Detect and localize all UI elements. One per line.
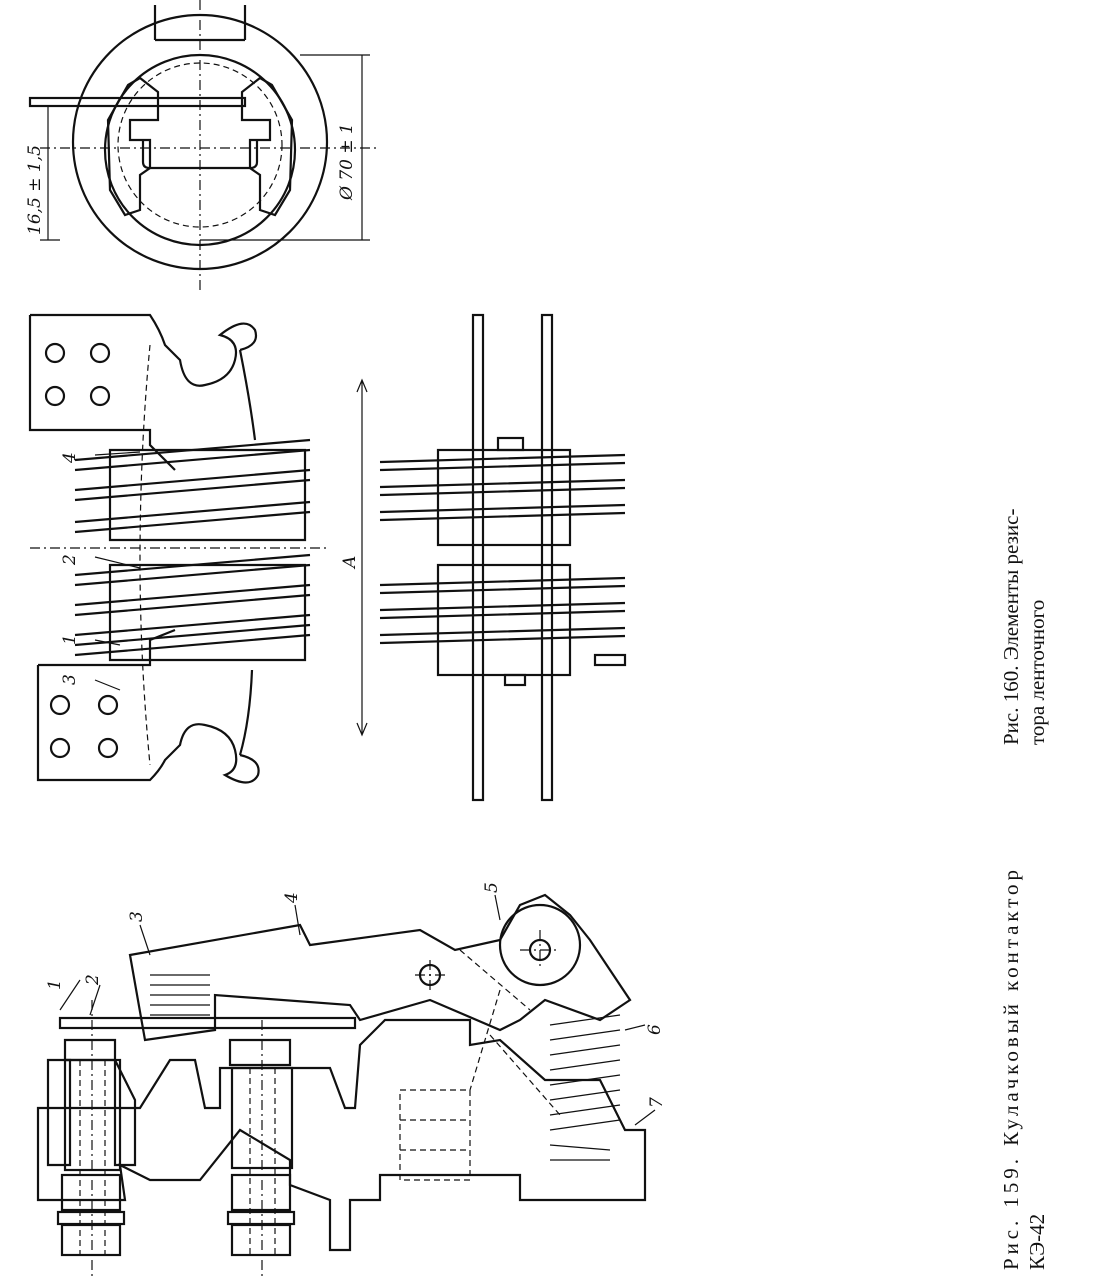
label-2: 2 xyxy=(60,554,80,566)
resistor-side-view xyxy=(379,313,627,802)
figure-159-caption-line1: Рис. 159. Кулачковый контактор xyxy=(999,870,1023,1270)
label-4: 4 xyxy=(60,452,80,464)
figure-160-caption-line1: Рис. 160. Элементы резис- xyxy=(999,509,1023,745)
resistor-top-view xyxy=(28,313,368,784)
dimension-a-label: A xyxy=(340,556,360,570)
label-1: 1 xyxy=(60,634,80,645)
label-1: 1 xyxy=(45,979,65,990)
dimension-offset-label: 16,5 ± 1,5 xyxy=(25,145,45,235)
figure-159-caption-line2: КЭ-42 xyxy=(1025,1214,1049,1270)
label-2: 2 xyxy=(83,974,103,986)
label-7: 7 xyxy=(647,1097,667,1108)
label-3: 3 xyxy=(60,674,80,685)
label-3: 3 xyxy=(127,911,147,922)
label-4: 4 xyxy=(282,892,302,904)
dimension-diameter-label: Ø 70 ± 1 xyxy=(337,123,357,201)
figure-160-caption-line2: тора ленточного xyxy=(1025,600,1049,745)
label-5: 5 xyxy=(482,882,502,893)
label-6: 6 xyxy=(645,1024,665,1035)
cam-contactor-drawing xyxy=(36,893,656,1279)
resistor-end-view xyxy=(28,0,380,290)
